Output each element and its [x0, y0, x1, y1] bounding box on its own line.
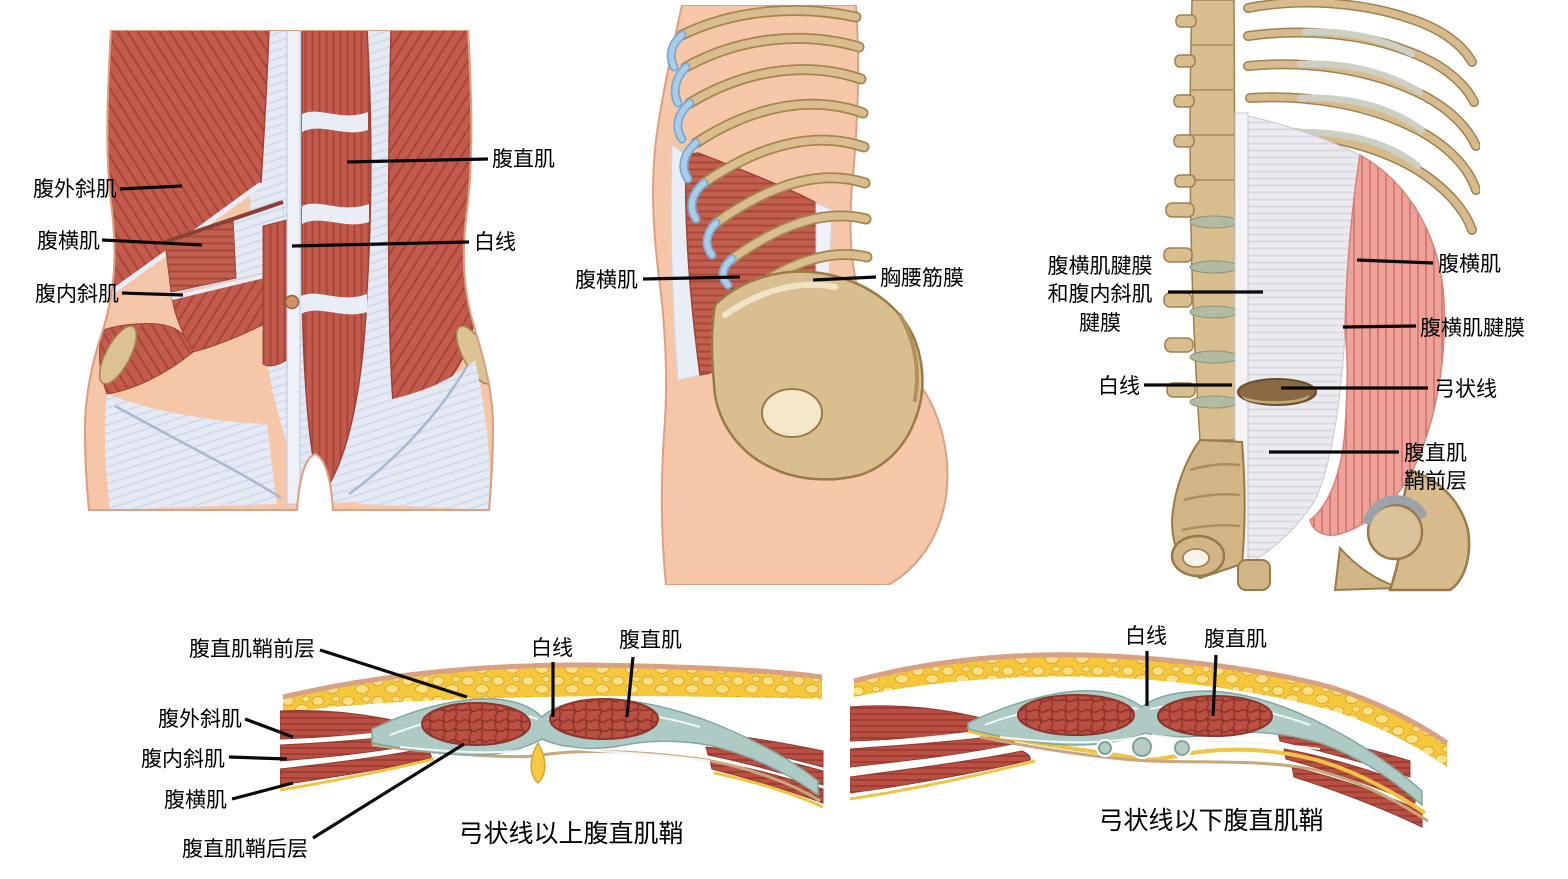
rectus-muscle-right	[549, 698, 659, 740]
label-external-oblique: 腹外斜肌	[33, 178, 117, 201]
label-transversus-f3: 腹横肌	[1438, 253, 1501, 276]
inguinal-aponeurosis-right	[357, 360, 491, 510]
label-linea-alba-f1: 白线	[474, 231, 516, 254]
label-rectus-cs2: 腹直肌	[1204, 628, 1267, 651]
label-posterior-sheath-cs: 腹直肌鞘后层	[182, 838, 308, 861]
leader-io-cs1	[228, 755, 288, 761]
vertebral-column	[1163, 0, 1239, 441]
label-transversus-f1: 腹横肌	[37, 230, 100, 253]
rectus-abdominis-shape	[301, 30, 372, 496]
rectus-muscle-left	[1017, 694, 1135, 736]
leader-thoracolumbar	[812, 275, 877, 282]
leader-rectus-cs1	[625, 656, 635, 718]
label-linea-alba-f3: 白线	[1098, 375, 1140, 398]
figure-internal-abdominal-wall	[1163, 0, 1480, 592]
cut-edge	[107, 181, 263, 297]
label-ta-cs1: 腹横肌	[164, 789, 227, 812]
label-eo-cs1: 腹外斜肌	[158, 708, 242, 731]
rectus-muscle-left	[421, 702, 531, 746]
leader-transversus-f1	[101, 238, 203, 247]
rib-cage	[666, 5, 873, 318]
linea-alba-strip	[286, 30, 301, 505]
label-arcuate-line: 弓状线	[1434, 378, 1497, 401]
leader-internal-oblique	[121, 291, 184, 297]
leader-external-oblique	[119, 184, 183, 191]
label-rectus-cs1: 腹直肌	[619, 629, 682, 652]
peritoneum-line	[979, 735, 1429, 823]
leader-linea-alba-f1	[291, 240, 470, 248]
cross-section-below-arcuate	[850, 652, 1449, 828]
arcuate-line-opening	[1237, 378, 1317, 406]
fat-layer	[854, 654, 1447, 767]
pelvis-femur	[1170, 438, 1471, 592]
leader-transversus-f2	[642, 275, 741, 281]
leader-transversus-f3	[1356, 258, 1434, 265]
iliac-crest-left	[98, 325, 138, 385]
leader-transversus-aponeurosis	[1342, 324, 1417, 329]
skin-line	[282, 662, 823, 700]
label-io-cs1: 腹内斜肌	[141, 748, 225, 771]
label-internal-oblique: 腹内斜肌	[35, 283, 119, 306]
transversus-muscle-pink	[1309, 153, 1446, 536]
label-linea-alba-cs1: 白线	[531, 637, 573, 660]
epigastric-vessels	[1096, 735, 1192, 759]
lateral-muscles-left	[850, 705, 1036, 801]
label-anterior-rectus-sheath-f3: 腹直肌 鞘前层	[1404, 442, 1467, 494]
label-thoracolumbar-fascia: 胸腰筋膜	[880, 267, 964, 290]
label-anterior-sheath-cs: 腹直肌鞘前层	[189, 638, 315, 661]
skin-line	[853, 652, 1449, 746]
leader-posterior-sheath-cs	[312, 742, 465, 840]
leader-anterior-sheath-cs	[319, 648, 468, 699]
leader-rectus-cs2	[1211, 654, 1218, 717]
label-transversus-f2: 腹横肌	[575, 269, 638, 292]
label-rectus-f1: 腹直肌	[492, 148, 555, 171]
navel	[284, 294, 300, 310]
leader-ta-cs1	[231, 781, 294, 801]
leader-eo-cs1	[244, 717, 294, 739]
cross-section-above-arcuate	[280, 662, 824, 809]
figure-lateral-abdomen	[652, 5, 949, 585]
pelvis-bone	[710, 270, 924, 481]
caption-below-arcuate: 弓状线以下腹直肌鞘	[1098, 807, 1324, 835]
linea-alba-drop	[530, 741, 546, 785]
caption-above-arcuate: 弓状线以上腹直肌鞘	[458, 820, 684, 848]
figure-anterior-abdomen	[83, 30, 495, 511]
leader-rectus-f1	[346, 157, 489, 164]
label-linea-alba-cs2: 白线	[1125, 625, 1167, 648]
label-aponeurosis-combo: 腹横肌腱膜 和腹内斜肌 腱膜	[1047, 255, 1153, 335]
label-transversus-aponeurosis: 腹横肌腱膜	[1420, 317, 1525, 340]
